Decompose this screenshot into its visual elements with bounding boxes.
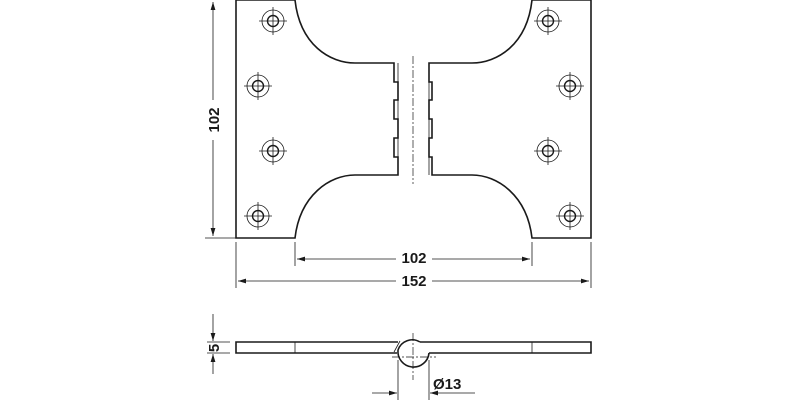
screw-hole-icon: [556, 202, 584, 230]
screw-hole-icon: [556, 72, 584, 100]
screw-hole-icon: [534, 7, 562, 35]
front-view: [235, 0, 592, 239]
hinge-plate-outline: [235, 0, 399, 239]
screw-hole-icon: [259, 7, 287, 35]
side-view: [235, 333, 592, 400]
side-plate-right: [420, 341, 592, 354]
screw-hole-icon: [259, 137, 287, 165]
screw-holes: [244, 7, 584, 230]
screw-hole-icon: [534, 137, 562, 165]
dimension-height: 102: [205, 2, 236, 239]
plate-height-label: 102: [206, 107, 223, 132]
side-plate-left: [235, 341, 398, 354]
dimension-knuckle-diameter: Ø13: [372, 376, 475, 396]
dimension-thickness: 5: [206, 314, 230, 374]
overall-width-label: 152: [401, 273, 426, 290]
thickness-label: 5: [206, 344, 223, 352]
knuckle-circle: [397, 339, 430, 368]
screw-hole-icon: [244, 72, 272, 100]
cutout-width-label: 102: [401, 250, 426, 267]
hinge-plate-right-outline: [428, 0, 592, 239]
knuckle-diameter-label: Ø13: [433, 376, 461, 393]
dimension-overall-width: 152: [235, 242, 592, 290]
dimension-cutout-width: 102: [294, 242, 533, 267]
screw-hole-icon: [244, 202, 272, 230]
